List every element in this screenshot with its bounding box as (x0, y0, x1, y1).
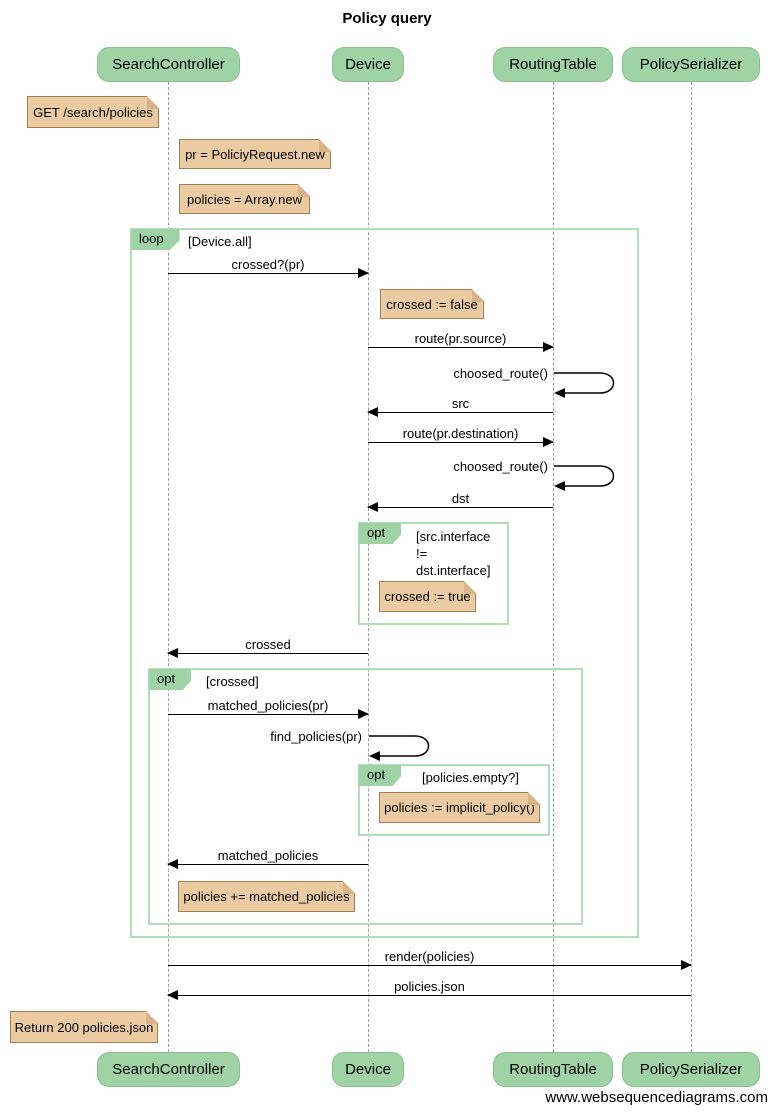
message-route-source-label: route(pr.source) (414, 331, 507, 346)
lifeline-device (368, 82, 369, 1052)
note-crossed-true: crossed := true (379, 580, 477, 612)
opt-crossed-frame-condition: [crossed] (206, 674, 259, 689)
selfcall-choosed-route-1-arrow (554, 372, 615, 398)
watermark-text: www.websequencediagrams.com (545, 1089, 768, 1106)
actor-top-searchcontroller: SearchController (97, 47, 240, 82)
message-dst-return-label: dst (451, 491, 470, 506)
page-title: Policy query (342, 10, 432, 27)
message-route-destination: route(pr.destination) (368, 426, 554, 447)
actor-bottom-routingtable: RoutingTable (493, 1052, 613, 1087)
loop-frame-condition: [Device.all] (188, 234, 252, 249)
actor-bottom-searchcontroller-label: SearchController (112, 1061, 225, 1078)
actor-top-routingtable-label: RoutingTable (509, 56, 597, 73)
note-accumulate: policies += matched_policies (178, 880, 356, 912)
message-matched-policies-pr: matched_policies(pr) (168, 698, 369, 719)
opt-crossed-frame-label: opt (149, 669, 192, 690)
actor-top-device-label: Device (345, 56, 391, 73)
message-crossed-question: crossed?(pr) (168, 257, 369, 278)
note-get-request: GET /search/policies (27, 95, 160, 128)
actor-bottom-routingtable-label: RoutingTable (509, 1061, 597, 1078)
message-crossed-return-label: crossed (245, 637, 291, 652)
actor-bottom-device: Device (332, 1052, 404, 1087)
message-crossed-question-label: crossed?(pr) (231, 257, 305, 272)
selfcall-choosed-route-2-arrow (554, 465, 615, 491)
actor-top-device: Device (332, 47, 404, 82)
actor-bottom-policyserializer-label: PolicySerializer (639, 1061, 743, 1078)
message-matched-policies-return-label: matched_policies (217, 848, 319, 863)
message-route-destination-label: route(pr.destination) (402, 426, 519, 441)
lifeline-policyserializer (691, 82, 692, 1052)
opt-interface-frame-condition: [src.interface != dst.interface] (416, 529, 491, 578)
actor-top-searchcontroller-label: SearchController (112, 56, 225, 73)
opt-interface-frame-label: opt (359, 523, 402, 544)
note-pr-new-text: pr = PoliciyRequest.new (185, 146, 325, 162)
opt-empty-frame: opt [policies.empty?] (358, 764, 550, 836)
actor-bottom-searchcontroller: SearchController (97, 1052, 240, 1087)
selfcall-find-policies-arrow (369, 735, 430, 761)
message-dst-return: dst (367, 491, 553, 512)
actor-top-policyserializer: PolicySerializer (622, 47, 760, 82)
note-crossed-false-text: crossed := false (386, 296, 478, 312)
lifeline-searchcontroller (168, 82, 169, 1052)
message-policies-json-label: policies.json (394, 979, 465, 994)
message-render-policies: render(policies) (168, 949, 692, 970)
message-policies-json: policies.json (167, 979, 691, 1000)
selfcall-find-policies-label: find_policies(pr) (270, 729, 362, 744)
message-src-return: src (367, 396, 553, 417)
note-crossed-true-text: crossed := true (384, 589, 471, 604)
selfcall-choosed-route-1-label: choosed_route() (453, 366, 548, 381)
opt-interface-frame: opt [src.interface != dst.interface] (358, 522, 509, 625)
note-accumulate-text: policies += matched_policies (183, 889, 350, 904)
actor-bottom-device-label: Device (345, 1061, 391, 1078)
actor-top-routingtable: RoutingTable (493, 47, 613, 82)
message-route-source: route(pr.source) (368, 331, 554, 352)
loop-frame-label: loop (131, 229, 180, 250)
note-policies-new: policies = Array.new (179, 183, 311, 214)
note-return-200-text: Return 200 policies.json (14, 1019, 154, 1035)
note-implicit-policy: policies := implicit_policy() (379, 791, 541, 823)
opt-crossed-frame: opt [crossed] (148, 668, 583, 925)
note-pr-new: pr = PoliciyRequest.new (179, 138, 332, 169)
message-src-return-label: src (451, 396, 470, 411)
opt-empty-frame-label: opt (359, 765, 402, 786)
actor-bottom-policyserializer: PolicySerializer (622, 1052, 760, 1087)
message-matched-policies-return: matched_policies (167, 848, 368, 869)
message-crossed-return: crossed (167, 637, 368, 658)
opt-empty-frame-condition: [policies.empty?] (422, 770, 519, 785)
note-policies-new-text: policies = Array.new (186, 191, 302, 207)
actor-top-policyserializer-label: PolicySerializer (639, 56, 743, 73)
message-render-policies-label: render(policies) (384, 949, 475, 964)
selfcall-choosed-route-2-label: choosed_route() (453, 459, 548, 474)
note-get-request-text: GET /search/policies (33, 104, 153, 120)
loop-frame: loop [Device.all] (130, 228, 639, 938)
note-return-200: Return 200 policies.json (10, 1010, 159, 1043)
note-crossed-false: crossed := false (380, 288, 485, 319)
note-implicit-policy-text: policies := implicit_policy() (384, 800, 535, 815)
lifeline-routingtable (553, 82, 554, 1052)
message-matched-policies-pr-label: matched_policies(pr) (207, 698, 329, 713)
